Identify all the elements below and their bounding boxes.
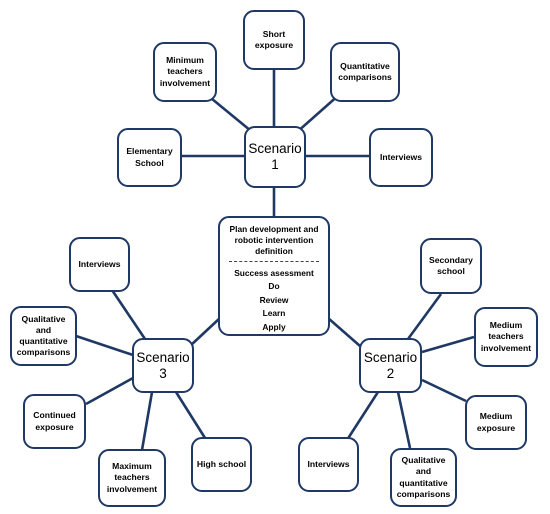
node-medium-teachers: Medium teachers involvement [474,307,538,367]
node-minimum-teachers: Minimum teachers involvement [153,42,217,102]
scenario-2-node: Scenario 2 [359,338,422,393]
node-s3-interviews: Interviews [69,237,130,292]
node-secondary-school-label: Secondary school [429,254,473,276]
link-s2-secondary [406,293,443,340]
node-s3-qual-quant: Qualitative and quantitative comparisons [10,306,77,366]
node-s3-interviews-label: Interviews [78,258,121,269]
node-s1-interviews-label: Interviews [379,151,423,162]
link-s2-qualquant [396,391,412,449]
node-medium-exposure: Medium exposure [465,395,527,450]
link-s3-continued [85,376,134,406]
node-short-exposure: Short exposure [243,10,305,70]
node-continued-exposure-label: Continued exposure [33,410,76,432]
link-s2-medium-teachers [421,335,475,354]
node-high-school: High school [191,437,252,492]
center-title: Plan development and robotic interventio… [229,224,319,256]
center-step-learn: Learn [262,308,286,319]
center-step-review: Review [259,294,289,305]
node-s2-interviews-label: Interviews [307,458,350,469]
node-s2-interviews: Interviews [298,437,359,492]
node-s2-qual-quant: Qualitative and quantitative comparisons [390,448,457,507]
node-s3-qual-quant-label: Qualitative and quantitative comparisons [16,313,71,358]
node-minimum-teachers-label: Minimum teachers involvement [159,55,211,88]
center-divider [229,260,319,262]
center-step-apply: Apply [262,321,286,332]
node-secondary-school: Secondary school [420,238,482,294]
node-high-school-label: High school [196,458,247,469]
node-short-exposure-label: Short exposure [254,28,294,50]
node-maximum-teachers-label: Maximum teachers involvement [106,461,158,494]
node-quantitative-comparisons-label: Quantitative comparisons [338,60,392,82]
link-s3-qualquant [75,334,134,357]
link-s3-highschool [174,391,207,439]
link-s3-interviews [110,289,147,340]
scenario-1-node: Scenario 1 [244,126,306,188]
center-plan-box: Plan development and robotic interventio… [218,216,330,336]
center-step-do: Do [268,281,280,292]
link-s2-interviews [345,391,380,441]
scenario-3-node: Scenario 3 [132,338,194,393]
node-medium-exposure-label: Medium exposure [476,411,516,433]
node-elementary-school: Elementary School [117,128,182,187]
link-s2-medium-exposure [421,378,467,403]
node-continued-exposure: Continued exposure [23,394,86,449]
node-s1-interviews: Interviews [369,128,433,187]
node-s2-qual-quant-label: Qualitative and quantitative comparisons [396,455,451,499]
link-center-s3 [189,317,221,347]
node-maximum-teachers: Maximum teachers involvement [98,449,166,507]
center-step-success: Success asessment [234,267,314,278]
link-s3-maximum [140,391,154,451]
node-elementary-school-label: Elementary School [126,146,173,168]
link-center-s2 [327,317,361,347]
node-medium-teachers-label: Medium teachers involvement [480,320,532,353]
node-quantitative-comparisons: Quantitative comparisons [330,42,400,102]
